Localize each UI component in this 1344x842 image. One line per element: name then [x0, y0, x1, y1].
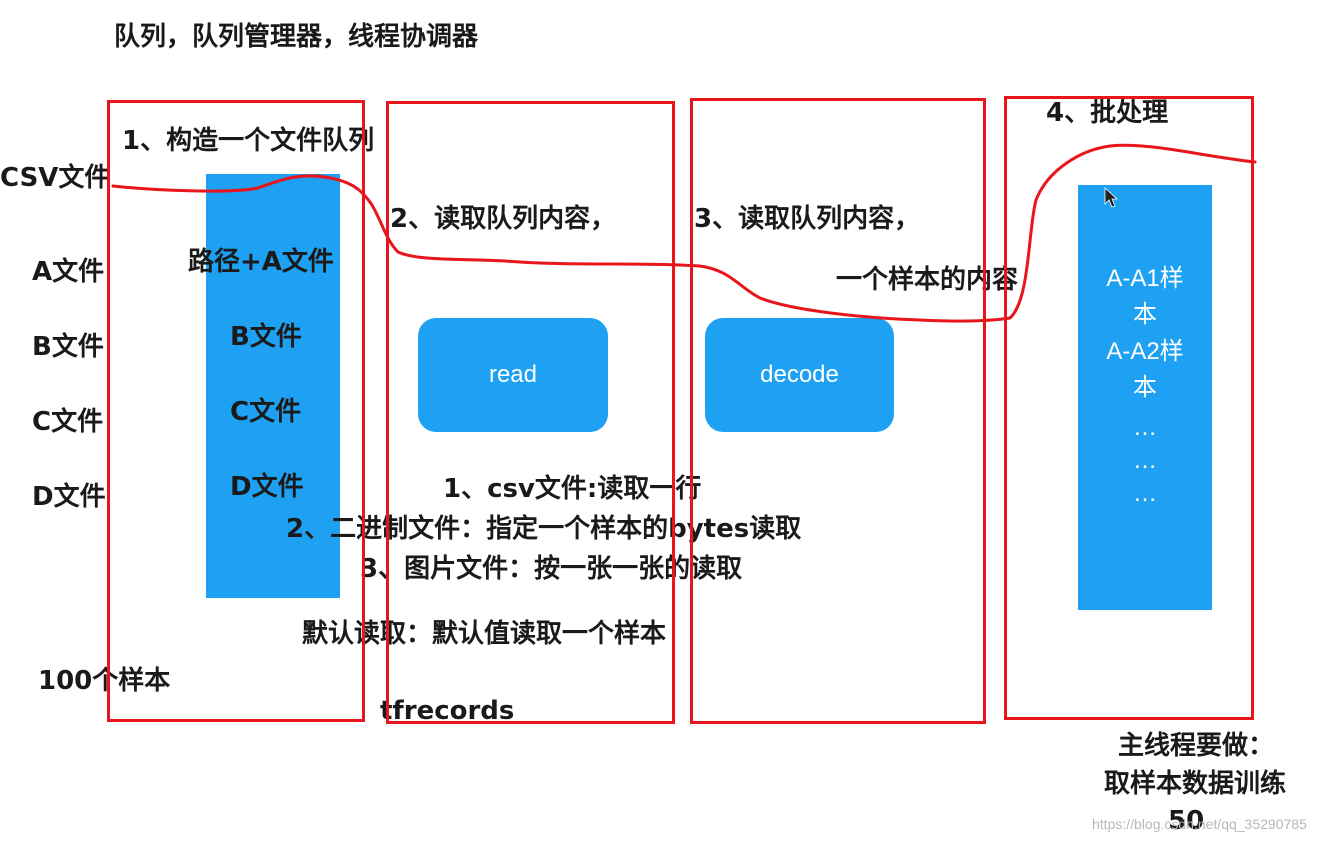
batch-line-1: A-A1样	[1106, 265, 1184, 292]
c-file-label: C文件	[32, 407, 104, 437]
cursor-icon	[1104, 187, 1119, 208]
step1-label: 1、构造一个文件队列	[122, 126, 375, 156]
step3-red-box	[690, 98, 986, 724]
batch-line-6: …	[1133, 447, 1157, 474]
main-thread-line-1: 主线程要做：	[1118, 731, 1275, 761]
b-file-label: B文件	[32, 332, 104, 362]
main-thread-line-2: 取样本数据训练	[1104, 769, 1287, 799]
main-thread-line-3: 50	[1168, 806, 1205, 836]
decode-button[interactable]: decode	[705, 318, 894, 432]
sample-count-label: 100个样本	[38, 666, 171, 696]
read-button[interactable]: read	[418, 318, 608, 432]
step4-red-box	[1004, 96, 1254, 720]
note-image: 3、图片文件：按一张一张的读取	[360, 554, 743, 584]
step1-red-box	[107, 100, 365, 722]
d-file-label: D文件	[32, 482, 106, 512]
batch-bar	[1078, 185, 1212, 610]
page-title: 队列，队列管理器，线程协调器	[114, 22, 479, 52]
file-queue-bar	[206, 174, 340, 598]
batch-line-4: 本	[1133, 374, 1157, 401]
csv-file-label: CSV文件	[0, 163, 111, 193]
batch-line-3: A-A2样	[1106, 338, 1184, 365]
step3-sublabel: 一个样本的内容	[836, 265, 1019, 295]
red-freehand-curve	[111, 143, 1257, 323]
queue-item-a: 路径+A文件	[188, 247, 334, 277]
step4-label: 4、批处理	[1046, 98, 1169, 128]
batch-line-5: …	[1133, 414, 1157, 441]
batch-line-7: …	[1133, 480, 1157, 507]
note-csv: 1、csv文件:读取一行	[443, 474, 702, 504]
note-binary: 2、二进制文件：指定一个样本的bytes读取	[286, 514, 802, 544]
step3-label: 3、读取队列内容，	[694, 204, 921, 234]
queue-item-c: C文件	[230, 397, 302, 427]
queue-item-d: D文件	[230, 472, 304, 502]
watermark: https://blog.csdn.net/qq_35290785	[1092, 816, 1307, 832]
step2-label: 2、读取队列内容，	[390, 204, 617, 234]
batch-line-2: 本	[1133, 301, 1157, 328]
queue-item-b: B文件	[230, 322, 302, 352]
note-tfrecords: tfrecords	[380, 696, 515, 726]
step2-red-box	[386, 101, 675, 724]
a-file-label: A文件	[32, 257, 105, 287]
